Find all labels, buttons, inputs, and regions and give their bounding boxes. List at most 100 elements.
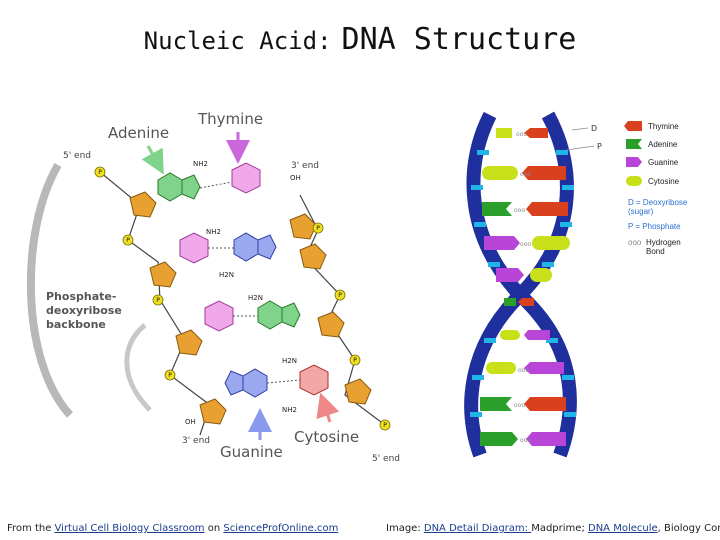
- atom-label: H2N: [248, 294, 263, 302]
- legend-label-cytosine: Cytosine: [648, 177, 680, 186]
- scienceprofonline-link[interactable]: ScienceProfOnline.com: [223, 523, 339, 534]
- phosphate-icon: [164, 369, 176, 381]
- phosphate-label: P: [338, 292, 342, 299]
- sugar-pentagon: [175, 329, 203, 356]
- credit-mid: on: [204, 523, 224, 534]
- phosphate-label: P: [383, 422, 387, 429]
- sugar-mark: [488, 262, 500, 267]
- atom-label: NH2: [282, 406, 297, 414]
- sugar-pentagon: [129, 191, 157, 218]
- base-pair-adenine-thymine: [157, 162, 261, 202]
- base-pair-cytosine-guanine: [179, 232, 277, 264]
- image-credit-suffix: , Biology Corner: [657, 523, 720, 534]
- image-credit-prefix: Image:: [386, 523, 424, 534]
- rung-guanine: [526, 432, 566, 446]
- adenine-arrow-icon: [141, 145, 164, 175]
- rung-adenine: [480, 397, 512, 411]
- rung-thymine: [518, 298, 534, 306]
- five-prime-end-bottom: 5' end: [372, 454, 400, 464]
- sugar-mark: [470, 412, 482, 417]
- phosphate-label: P: [98, 169, 102, 176]
- three-prime-end-bottom: 3' end: [182, 436, 210, 446]
- sugar-mark: [562, 185, 574, 190]
- phosphate-icon: [334, 289, 346, 301]
- dna-detail-diagram-link[interactable]: DNA Detail Diagram:: [423, 523, 532, 534]
- atom-label: NH2: [193, 160, 208, 168]
- source-credit-left: From the Virtual Cell Biology Classroom …: [7, 523, 338, 534]
- backbone-label-line1: Phosphate-: [46, 290, 116, 303]
- rung-cytosine: [482, 166, 518, 180]
- phosphate-icon: [94, 166, 106, 178]
- legend-label-adenine: Adenine: [648, 140, 678, 149]
- phosphate-icon: [152, 294, 164, 306]
- rung-thymine: [526, 202, 568, 216]
- helix-rungs: [480, 128, 570, 446]
- legend-deoxyribose-line1: D = Deoxyribose: [628, 198, 688, 207]
- phosphate-label: P: [168, 372, 172, 379]
- rung-adenine: [482, 202, 512, 216]
- base-pair-guanine-cytosine: [224, 364, 329, 398]
- rung-cytosine: [486, 362, 516, 374]
- sugar-mark: [477, 150, 489, 155]
- legend-phosphate: P = Phosphate: [628, 222, 681, 231]
- sugar-pentagon: [317, 311, 345, 338]
- rung-adenine: [480, 432, 518, 446]
- five-prime-end-top: 5' end: [63, 151, 91, 161]
- hydrogen-bond-dots: ooo: [520, 241, 531, 248]
- legend-swatch-thymine: [624, 121, 642, 131]
- atom-label: OH: [185, 418, 196, 426]
- legend-label-thymine: Thymine: [648, 122, 679, 131]
- sugar-mark: [484, 338, 496, 343]
- hydrogen-bond-dots: ooo: [514, 207, 525, 214]
- sugar-mark: [471, 185, 483, 190]
- sugar-mark: [474, 222, 486, 227]
- sugar-pentagon: [289, 213, 317, 240]
- credit-prefix: From the: [7, 523, 55, 534]
- backbone-label-line3: backbone: [46, 318, 106, 331]
- hydrogen-bond-dots: ooo: [520, 437, 531, 444]
- sugar-mark: [564, 412, 576, 417]
- sugar-pentagon: [299, 243, 327, 270]
- rung-guanine: [496, 268, 524, 282]
- title-main: DNA Structure: [341, 22, 577, 57]
- hydrogen-bond-dots: ooo: [518, 367, 529, 374]
- phosphate-label: P: [353, 357, 357, 364]
- sugar-pentagon: [344, 378, 372, 405]
- sugar-pentagon: [149, 261, 177, 288]
- virtual-cell-link[interactable]: Virtual Cell Biology Classroom: [54, 523, 205, 534]
- rung-adenine: [504, 298, 516, 306]
- legend-deoxyribose-line2: (sugar): [628, 207, 654, 216]
- legend-swatch-cytosine: [626, 176, 642, 186]
- legend-label-guanine: Guanine: [648, 158, 679, 167]
- legend-hbond-line2: Bond: [646, 247, 665, 256]
- rung-cytosine: [496, 128, 512, 138]
- sugar-mark: [556, 150, 568, 155]
- sugar-mark: [562, 375, 574, 380]
- guanine-label: Guanine: [220, 443, 283, 461]
- rung-guanine: [524, 330, 550, 340]
- legend-hbond-line1: Hydrogen: [646, 238, 681, 247]
- double-helix-diagram: ooo ooo ooo ooo ooo ooo ooo D P: [464, 111, 602, 458]
- phosphate-label: P: [316, 225, 320, 232]
- legend-hbond-dots: ooo: [628, 238, 642, 247]
- image-credit-right: Image: DNA Detail Diagram: Madprime; DNA…: [386, 523, 720, 534]
- slide-title: Nucleic Acid: DNA Structure: [0, 22, 720, 57]
- legend: Thymine Adenine Guanine Cytosine D = Deo…: [624, 121, 688, 256]
- rung-guanine: [484, 236, 520, 250]
- backbone-bracket-inner: [124, 323, 152, 412]
- hydrogen-bond-dots: ooo: [520, 171, 531, 178]
- sugar-mark: [546, 338, 558, 343]
- cytosine-label: Cytosine: [294, 428, 359, 446]
- thymine-label: Thymine: [197, 110, 263, 128]
- deoxyribose-marker: D: [591, 124, 597, 133]
- dna-molecule-link[interactable]: DNA Molecule: [588, 523, 658, 534]
- rung-cytosine: [500, 330, 520, 340]
- rung-guanine: [524, 362, 564, 374]
- atom-label: OH: [290, 174, 301, 182]
- hydrogen-bond-dots: ooo: [516, 131, 527, 138]
- phosphate-label: P: [126, 237, 130, 244]
- title-prefix: Nucleic Acid:: [143, 27, 332, 55]
- sugar-mark: [560, 222, 572, 227]
- legend-swatch-guanine: [626, 157, 642, 167]
- cytosine-arrow-icon: [316, 392, 340, 423]
